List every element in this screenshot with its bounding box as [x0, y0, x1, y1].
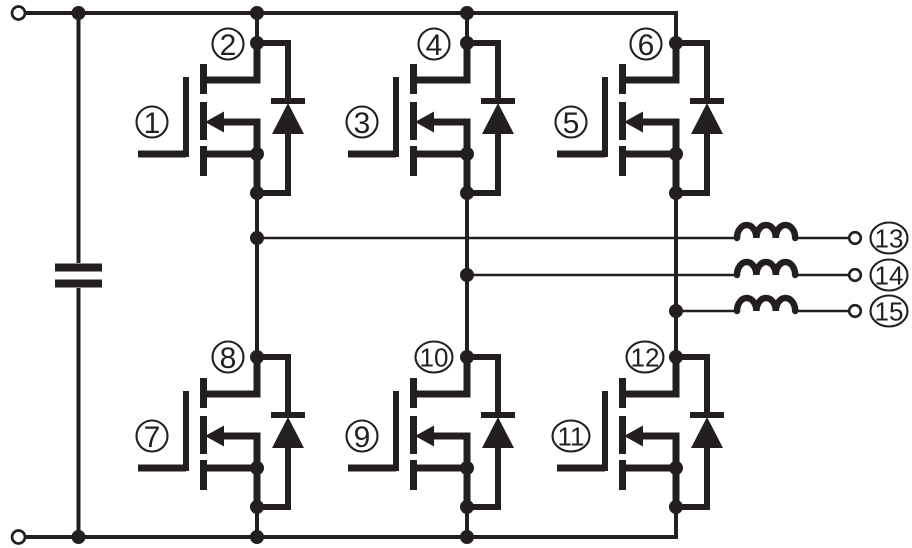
- junction-dot: [250, 231, 264, 245]
- label-1: 1: [135, 105, 169, 140]
- label-9: 9: [345, 419, 379, 454]
- ac-output-terminal-u-icon: [847, 230, 863, 246]
- inductor-phase-v-icon: [733, 258, 799, 279]
- label-14-text: 14: [875, 260, 904, 290]
- label-13: 13: [869, 221, 909, 255]
- ac-output-terminal-v-icon: [847, 267, 863, 283]
- junction-dot: [71, 6, 86, 20]
- label-9-text: 9: [354, 421, 371, 454]
- label-7: 7: [135, 419, 169, 454]
- dc-input-terminal-negative-icon: [10, 529, 27, 545]
- bus-wiring: [26, 11, 849, 539]
- label-14: 14: [869, 258, 909, 292]
- label-10: 10: [414, 340, 454, 374]
- label-7-text: 7: [144, 421, 161, 454]
- label-12: 12: [625, 340, 665, 374]
- label-12-text: 12: [631, 342, 660, 372]
- junction-dot: [460, 6, 474, 20]
- dc-link-capacitor-icon: [55, 263, 102, 288]
- junction-dot: [460, 268, 474, 282]
- label-10-text: 10: [420, 342, 449, 372]
- negative-rail-wire: [26, 505, 678, 539]
- label-11: 11: [551, 419, 591, 453]
- label-8: 8: [211, 340, 245, 375]
- component-labels: 1 2 3 4 5 6 7 8: [135, 27, 909, 454]
- positive-rail-wire: [26, 11, 678, 43]
- label-13-text: 13: [875, 223, 904, 253]
- label-3: 3: [345, 105, 379, 140]
- junction-dot: [250, 530, 264, 544]
- label-4: 4: [417, 27, 451, 62]
- label-11-text: 11: [558, 421, 585, 451]
- junction-dot: [250, 6, 264, 20]
- label-2-text: 2: [220, 29, 237, 62]
- label-6-text: 6: [638, 29, 655, 62]
- label-5: 5: [554, 105, 588, 140]
- dc-input-terminal-positive-icon: [10, 5, 27, 21]
- junction-dot: [460, 530, 474, 544]
- inductor-phase-w-icon: [733, 294, 799, 315]
- label-2: 2: [211, 27, 245, 62]
- label-15: 15: [869, 294, 909, 328]
- label-4-text: 4: [426, 29, 443, 62]
- label-15-text: 15: [875, 296, 904, 326]
- junction-dot: [71, 530, 86, 544]
- ac-output-terminal-w-icon: [847, 303, 863, 319]
- junction-dot: [669, 304, 683, 318]
- label-3-text: 3: [354, 107, 371, 140]
- inductor-phase-u-icon: [733, 221, 799, 242]
- label-5-text: 5: [563, 107, 580, 140]
- junction-dots: [71, 6, 683, 544]
- label-6: 6: [629, 27, 663, 62]
- label-8-text: 8: [220, 342, 237, 375]
- label-1-text: 1: [144, 107, 161, 140]
